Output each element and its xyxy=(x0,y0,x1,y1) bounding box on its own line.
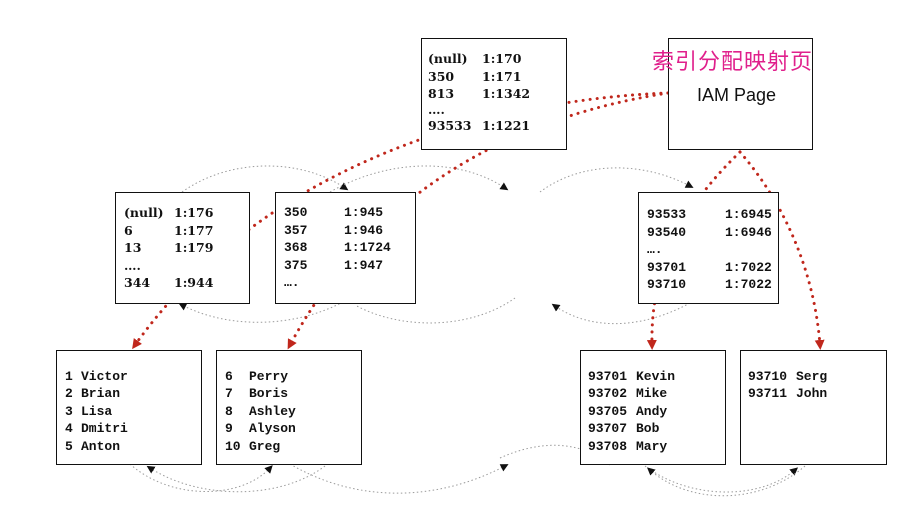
index-row: …. xyxy=(124,257,141,273)
iam-page-label: IAM Page xyxy=(697,85,777,105)
index-row: (null)1:176 xyxy=(124,205,214,220)
page-link-arc xyxy=(129,463,273,492)
iam-pointer-arrow xyxy=(738,150,825,350)
iam-annotation: 索引分配映射页 xyxy=(652,50,814,75)
page-link-arc xyxy=(644,465,799,493)
iam-pointer-arrow xyxy=(132,91,670,350)
iam-page: IAM Page xyxy=(668,38,813,150)
page-link-arc xyxy=(646,465,806,497)
page-link-arc xyxy=(181,165,349,193)
index-row: …. xyxy=(647,242,663,257)
page-link-arc xyxy=(354,297,516,324)
page-link-arc xyxy=(539,167,694,193)
page-link-arc xyxy=(146,465,326,493)
index-row: …. xyxy=(428,101,445,117)
page-link-arc xyxy=(499,444,611,466)
page-link-arc xyxy=(551,302,691,325)
page-link-arc xyxy=(329,165,509,193)
index-row: …. xyxy=(284,275,300,290)
page-link-arc xyxy=(289,463,509,494)
page-link-arc xyxy=(178,297,351,323)
index-row: (null)1:170 xyxy=(428,51,522,66)
